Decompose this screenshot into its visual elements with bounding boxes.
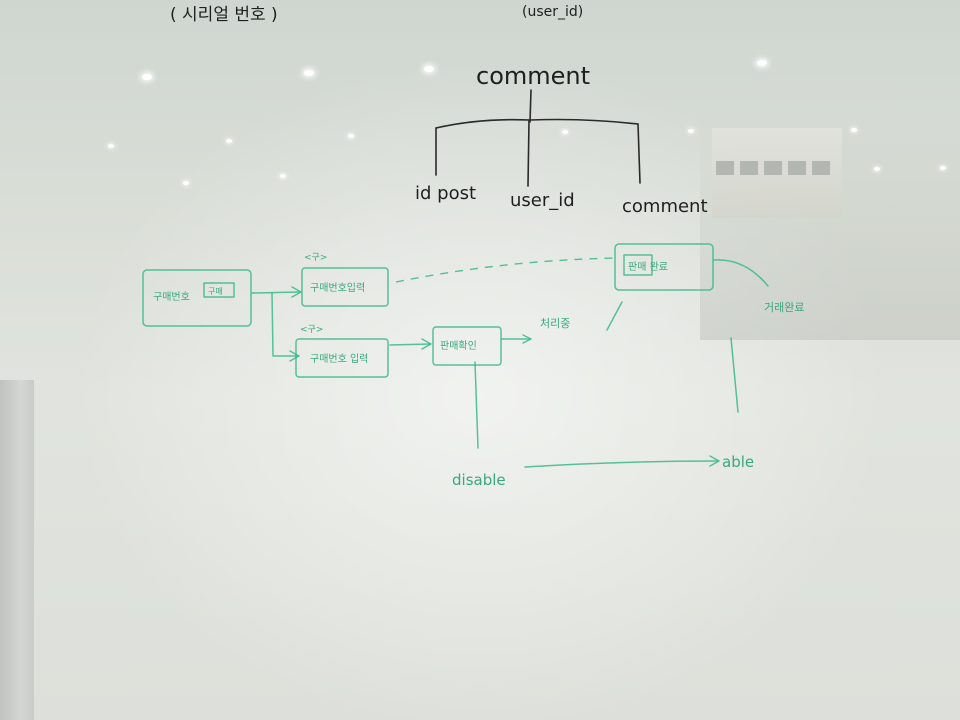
upper-box-tag: <구>	[304, 252, 327, 263]
flow-box-middle	[432, 326, 502, 366]
ceiling-light-reflection	[304, 70, 314, 76]
arrowhead	[289, 350, 300, 362]
arrowhead	[709, 455, 720, 467]
ceiling-light-reflection	[280, 174, 286, 178]
flow-box-lower	[295, 338, 389, 378]
flow-box-right-inner	[623, 254, 653, 276]
tree-root-comment: comment	[476, 62, 590, 90]
tree-child-user-id: user_id	[510, 190, 575, 211]
line-to-able	[730, 337, 739, 413]
tree-crossbar	[435, 118, 639, 129]
ceiling-light-reflection	[348, 134, 354, 138]
tree-child-comment: comment	[622, 196, 708, 217]
flow-box-start-label: 구매번호	[153, 291, 190, 303]
right-note: 거래완료	[764, 301, 804, 314]
dashed-link	[395, 257, 619, 283]
arrow-to-right-note	[713, 259, 769, 287]
ceiling-light-reflection	[142, 74, 152, 80]
flow-box-upper	[301, 267, 389, 307]
arrow-to-lower-box	[271, 292, 299, 357]
tree-child-id-post: id post	[415, 183, 476, 204]
ceiling-light-reflection	[757, 60, 767, 66]
flow-box-lower-label: 구매번호 입력	[310, 352, 368, 365]
arrow-to-right-box	[606, 301, 623, 331]
ceiling-light-reflection	[851, 128, 857, 132]
ceiling-light-reflection	[562, 130, 568, 134]
arrowhead	[522, 334, 532, 344]
flow-box-middle-label: 판매확인	[440, 340, 477, 352]
flow-box-right	[614, 243, 714, 291]
top-right-label: (user_id)	[522, 4, 583, 20]
flow-box-start	[142, 269, 252, 327]
top-left-label: ( 시리얼 번호 )	[170, 5, 278, 25]
flow-box-start-inner	[203, 282, 235, 298]
arrow-note: 처리중	[540, 317, 570, 330]
ceiling-light-reflection	[424, 66, 434, 72]
arrow-disable-to-able	[524, 460, 719, 468]
ceiling-light-reflection	[688, 129, 694, 133]
ceiling-light-reflection	[874, 167, 880, 171]
arrow-to-upper-box	[251, 291, 301, 294]
ceiling-light-reflection	[183, 181, 189, 185]
arrow-to-middle-box	[389, 343, 431, 346]
line-to-disable	[474, 361, 479, 449]
flow-box-upper-label: 구매번호입력	[310, 281, 365, 294]
flow-box-start-inner-label: 구매	[208, 287, 223, 296]
ceiling-light-reflection	[226, 139, 232, 143]
lower-box-tag: <구>	[300, 324, 323, 335]
ceiling-light-reflection	[940, 166, 946, 170]
flow-box-right-label: 판매 완료	[628, 261, 668, 273]
tree-branch-middle	[527, 119, 530, 187]
ceiling-light-reflection	[108, 144, 114, 148]
reflected-windows	[716, 160, 836, 178]
arrowhead	[421, 338, 432, 350]
board-frame-edge	[0, 380, 34, 720]
tree-stem	[529, 89, 532, 123]
arrowhead	[291, 286, 302, 298]
disable-word: disable	[452, 471, 506, 489]
tree-branch-right	[637, 123, 641, 184]
able-word: able	[722, 453, 754, 471]
